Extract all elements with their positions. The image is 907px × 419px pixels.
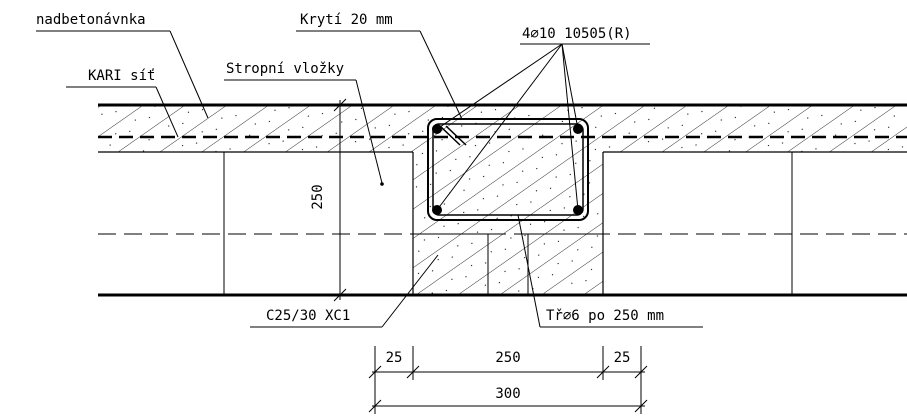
leader-rebar xyxy=(436,43,563,211)
stirrup-hook xyxy=(439,125,461,146)
leader-cover xyxy=(419,30,463,120)
dim-left: 25 xyxy=(386,350,403,366)
leader-rebar xyxy=(561,43,579,130)
dim-total: 300 xyxy=(495,386,520,402)
dim-tick xyxy=(634,399,648,413)
label-stirrups: Tř⌀6 po 250 mm xyxy=(546,308,664,324)
dim-tick xyxy=(333,98,347,112)
label-inserts: Stropní vložky xyxy=(226,61,344,77)
leader-concrete xyxy=(381,254,439,328)
stirrup-hook xyxy=(445,125,467,146)
label-mesh: KARI síť xyxy=(88,68,155,84)
stirrup-inner xyxy=(432,123,584,216)
dim-middle: 250 xyxy=(495,350,520,366)
label-concrete: C25/30 XC1 xyxy=(266,308,350,324)
label-cover: Krytí 20 mm xyxy=(300,12,393,28)
topping-slab xyxy=(98,105,907,152)
leader-rebar xyxy=(436,43,563,130)
dim-tick xyxy=(596,365,610,379)
leader-dot xyxy=(380,182,384,186)
dim-tick xyxy=(368,365,382,379)
stirrup xyxy=(427,118,589,221)
leader-inserts xyxy=(355,79,383,184)
leader-rebar xyxy=(561,43,579,211)
web-inner-outline xyxy=(527,233,603,295)
leader-topping xyxy=(169,30,209,119)
dim-tick xyxy=(368,399,382,413)
leader-mesh xyxy=(155,86,179,138)
leader-stirrup xyxy=(517,214,541,328)
dim-tick xyxy=(634,365,648,379)
dim-tick xyxy=(406,365,420,379)
dim-right: 25 xyxy=(614,350,631,366)
beam-web xyxy=(413,152,603,295)
height-label: 250 xyxy=(310,184,326,209)
label-topping: nadbetonávnka xyxy=(36,12,146,28)
dim-tick xyxy=(333,288,347,302)
web-inner-outline xyxy=(413,233,489,295)
label-main-reinforcement: 4⌀10 10505(R) xyxy=(522,26,632,42)
